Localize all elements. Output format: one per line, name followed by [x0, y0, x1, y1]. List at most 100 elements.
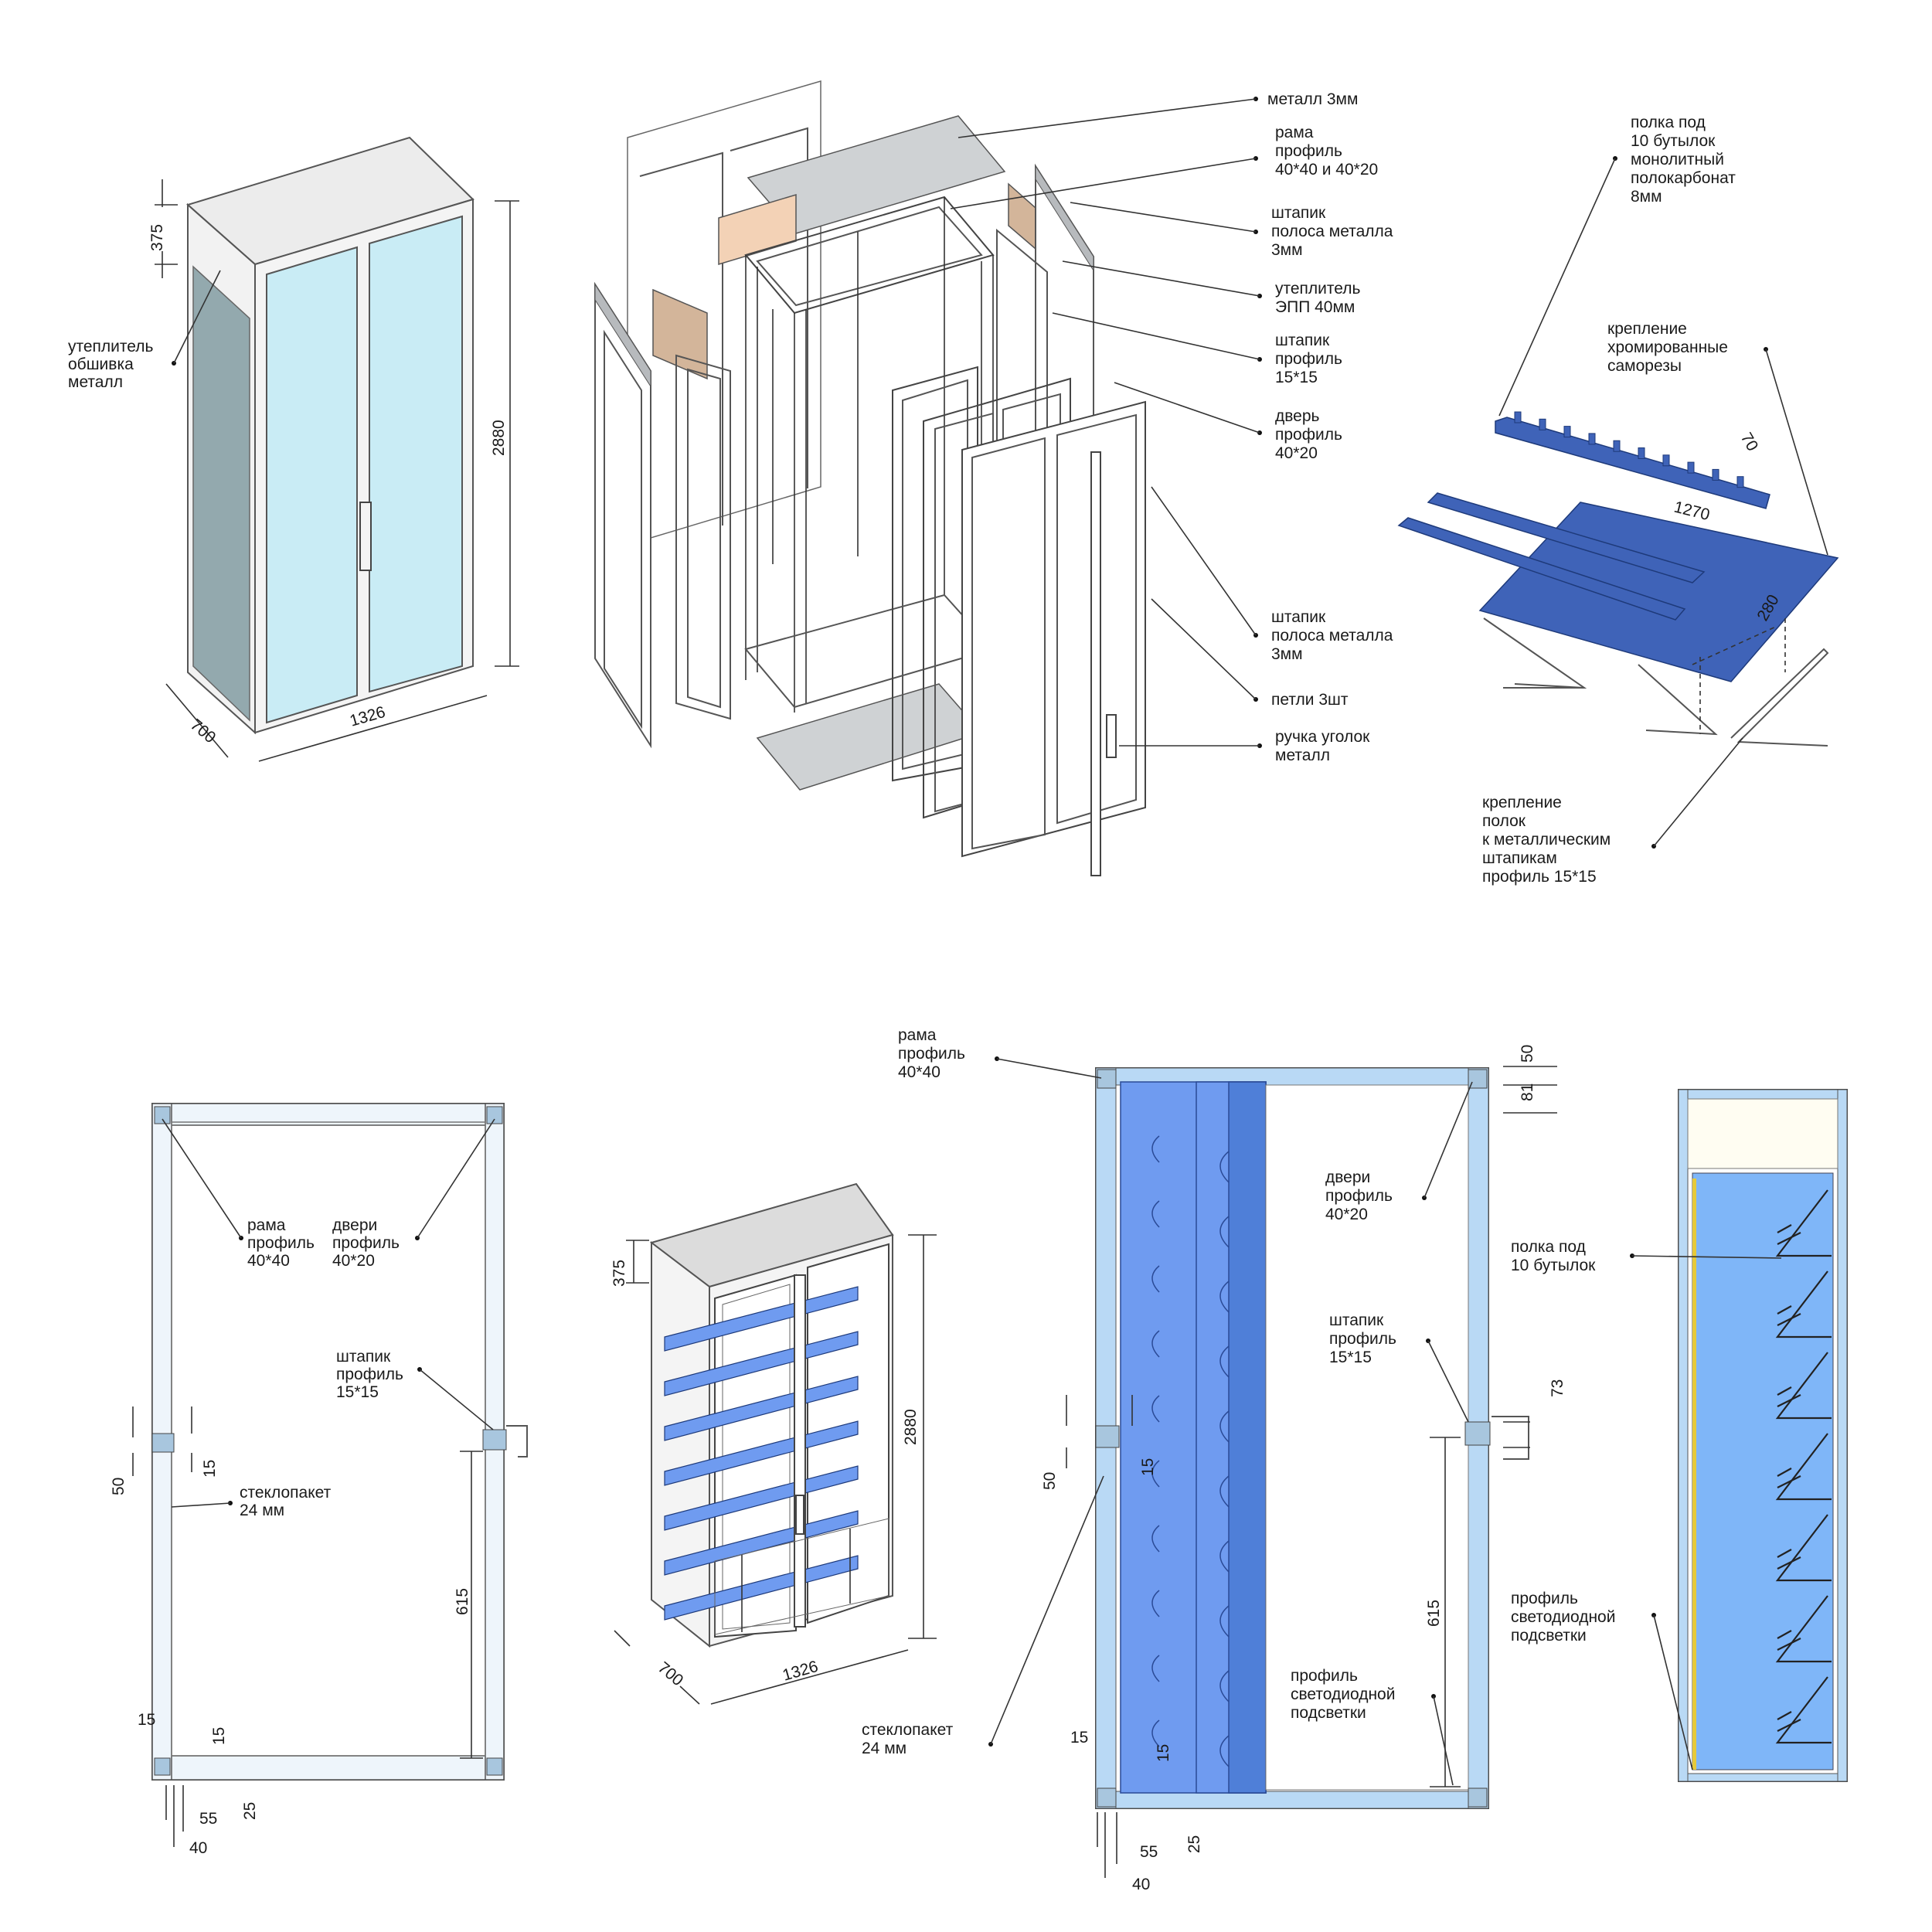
- side-shelf: [1775, 1676, 1832, 1744]
- label-metal: металл 3мм: [1267, 90, 1358, 108]
- iso-dim-top: 375: [611, 1260, 628, 1287]
- bottle-notch: [1712, 468, 1719, 481]
- bottle-cutout: [1219, 1605, 1230, 1638]
- bottle-shelf-front: [1397, 517, 1686, 621]
- dim-50-top: 50: [1519, 1045, 1536, 1063]
- dim-81: 81: [1519, 1083, 1536, 1101]
- side-shelf-bottle: [1777, 1313, 1801, 1326]
- bottle-cutout: [1151, 1330, 1160, 1358]
- dim-50: 50: [110, 1478, 128, 1495]
- iso-shelf: [664, 1465, 859, 1531]
- door-frame-front: [961, 400, 1146, 858]
- iso-dim-width: 1326: [781, 1658, 820, 1685]
- dim-55: 55: [199, 1810, 217, 1828]
- bottle-cutout: [1151, 1135, 1160, 1163]
- iso-shelf: [664, 1420, 859, 1486]
- bottle-cutout: [1219, 1410, 1230, 1443]
- bottle-notch: [1514, 411, 1522, 423]
- dim-15-right-br: 15: [1155, 1744, 1172, 1762]
- side-shelf-bottle: [1777, 1711, 1792, 1720]
- bottle-notch: [1662, 454, 1670, 467]
- dim-615: 615: [454, 1588, 471, 1615]
- side-shelf-bottle: [1777, 1386, 1792, 1396]
- side-shelf-bottle: [1777, 1468, 1792, 1477]
- iso-cabinet-bottom: 375 2880 700 1326: [611, 1182, 937, 1705]
- side-shelf-bottle: [1777, 1549, 1792, 1558]
- bottle-notch: [1736, 476, 1744, 488]
- side-shelf-bottle: [1777, 1719, 1801, 1732]
- bottle-cutout: [1151, 1200, 1160, 1228]
- side-shelf: [1775, 1352, 1832, 1420]
- dim-15-bottom-right: 15: [210, 1727, 228, 1745]
- iso-side-frame: [651, 1240, 710, 1648]
- dim-50-right: 50: [1041, 1472, 1059, 1490]
- bottle-cutout: [1151, 1525, 1160, 1553]
- iso-shelf: [664, 1331, 859, 1396]
- label-hinges: петли 3шт: [1271, 691, 1349, 709]
- dim-25-right: 25: [1185, 1835, 1203, 1853]
- door-handle: [359, 502, 372, 571]
- door-handle-exploded: [1106, 714, 1117, 758]
- dim-15-right-bl: 15: [1070, 1729, 1088, 1747]
- side-shelf-bottle: [1777, 1232, 1801, 1245]
- bottle-cutout: [1151, 1590, 1160, 1617]
- insulation-block-left: [652, 288, 708, 380]
- bottle-cutout: [1151, 1395, 1160, 1423]
- side-shelf-bottle: [1777, 1638, 1801, 1651]
- iso-shelf: [664, 1510, 859, 1576]
- bottle-notch: [1539, 418, 1546, 430]
- bottle-cutout: [1219, 1345, 1230, 1378]
- insulation-side-panel: [192, 265, 250, 722]
- side-shelf-bottle: [1777, 1475, 1801, 1488]
- bottle-cutouts: [1151, 1135, 1230, 1767]
- dim-total-height: 2880: [490, 420, 508, 456]
- side-shelf-bottle: [1777, 1630, 1792, 1639]
- section-outer-frame: [151, 1103, 505, 1781]
- door-bead-strip: [1090, 451, 1101, 876]
- side-shelf-bottle: [1777, 1394, 1801, 1407]
- iso-shelf: [664, 1376, 859, 1441]
- dim-615-right: 615: [1425, 1600, 1443, 1627]
- dim-top-height: 375: [148, 224, 166, 251]
- bottle-cutout: [1219, 1281, 1230, 1313]
- bottom-metal-plate: [756, 683, 983, 791]
- side-glass-area: [1692, 1172, 1834, 1770]
- dim-1270: 1270: [1672, 498, 1712, 525]
- bottle-notch: [1638, 447, 1645, 459]
- side-shelf: [1775, 1270, 1832, 1338]
- right-door-glass: [369, 215, 463, 693]
- shelf-bracket: [1730, 648, 1829, 747]
- bottle-notch: [1563, 426, 1571, 438]
- bottle-notches-top: [1514, 411, 1744, 488]
- dim-depth: 700: [187, 716, 219, 747]
- iso-shelf: [664, 1286, 859, 1352]
- side-shelf-bottle: [1777, 1224, 1792, 1233]
- side-shelf: [1775, 1433, 1832, 1501]
- dim-73: 73: [1549, 1379, 1566, 1397]
- dim-40: 40: [189, 1839, 207, 1857]
- bottle-notch: [1613, 440, 1621, 452]
- dim-40-right: 40: [1132, 1876, 1150, 1893]
- side-led-profile: [1692, 1179, 1696, 1770]
- side-bottle-shelves: [1775, 1189, 1832, 1744]
- iso-dim-height: 2880: [902, 1409, 920, 1445]
